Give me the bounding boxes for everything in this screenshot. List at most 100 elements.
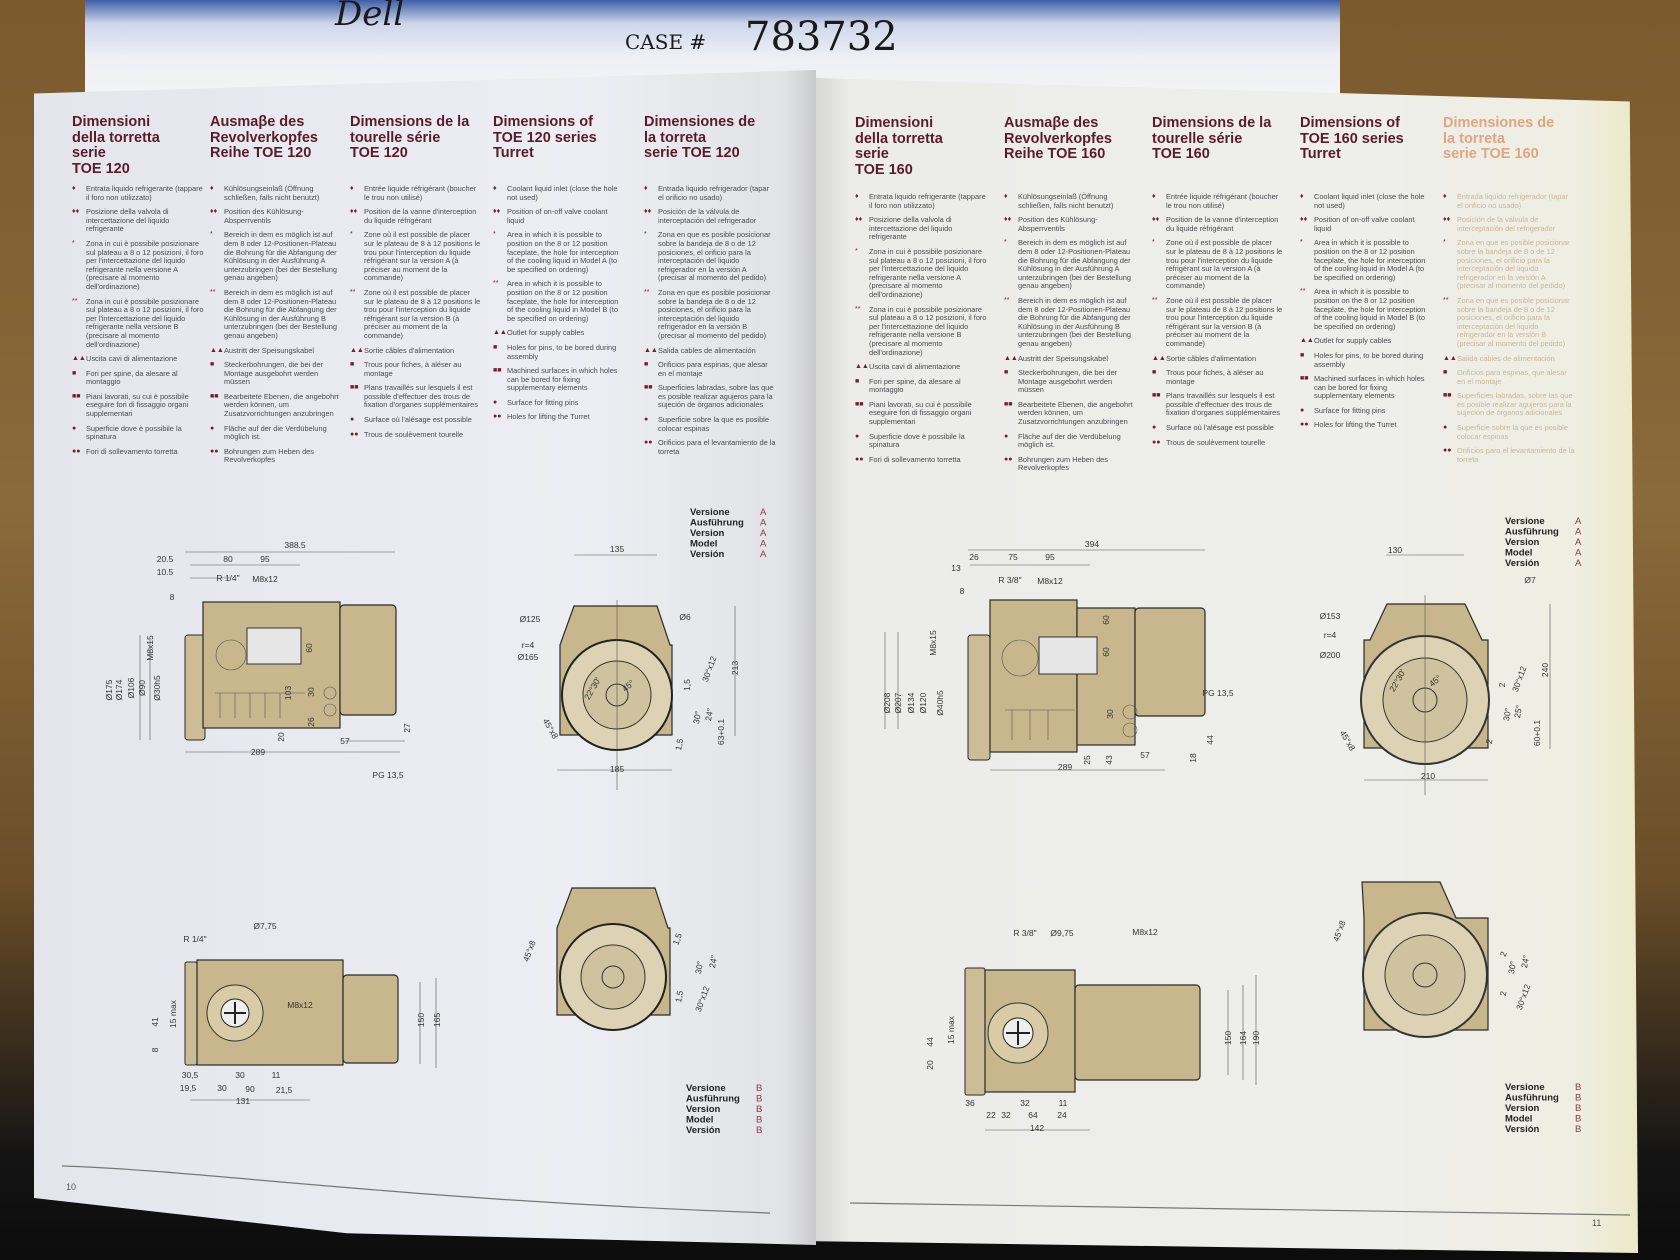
legend-item: ●●Orificios para el levantamiento de la … <box>644 438 776 456</box>
dimension-label: 30,5 <box>182 1070 199 1080</box>
legend-symbol: ● <box>210 424 215 432</box>
dimension-label: 190 <box>1251 1031 1261 1045</box>
dimension-label: 8 <box>150 1047 160 1052</box>
dimension-label: 32 <box>1020 1098 1030 1108</box>
legend-text: Bohrungen zum Heben des Revolverkopfes <box>224 446 314 465</box>
legend-symbol: * <box>1004 239 1007 247</box>
legend-item: ●●Holes for lifting the Turret <box>1300 421 1432 430</box>
dimension-label: 185 <box>610 764 624 774</box>
legend-text: Zona en que es posible posicionar sobre … <box>658 287 771 340</box>
legend-symbol: * <box>210 231 213 239</box>
column-heading-it: Dimensioni della torretta serie TOE 160 <box>855 115 943 178</box>
page-number: 11 <box>1592 1218 1602 1228</box>
legend-item: ■Fori per spine, da alesare al montaggio <box>855 377 987 395</box>
legend-item: ♦Kühlösungseinlaß (Öffnung schließen, fa… <box>1004 192 1136 210</box>
dimension-label: 26 <box>306 717 316 727</box>
dimension-label: 60+0.1 <box>1532 720 1542 747</box>
dimension-label: PG 13,5 <box>372 770 403 780</box>
legend-item: ■■Plans travaillés sur lesquels il est p… <box>1152 392 1284 418</box>
dimension-label: Ø9,75 <box>1050 928 1073 938</box>
version-label: Ausführung <box>686 1094 740 1105</box>
dimension-label: 30° <box>693 960 705 974</box>
legend-symbol: ▲▲ <box>1004 354 1018 362</box>
legend-symbol: * <box>1300 239 1303 247</box>
dimension-label: 60 <box>1101 647 1111 657</box>
legend-symbol: ■ <box>210 361 215 369</box>
dimension-label: 131 <box>236 1096 250 1106</box>
legend-symbol: ■ <box>855 377 860 385</box>
legend-item: ▲▲Austritt der Speisungskabel <box>1004 354 1136 364</box>
legend-text: Steckerbohrungen, die bei der Montage au… <box>1018 368 1118 395</box>
legend-symbol: ■■ <box>855 400 864 408</box>
dimension-label: Ø40h5 <box>935 690 945 716</box>
legend-item: ♦♦Position of on-off valve coolant liqui… <box>493 207 625 225</box>
dimension-label: 30°x12 <box>1514 983 1533 1012</box>
legend-symbol: ♦♦ <box>1300 216 1308 224</box>
legend-item: ●●Fori di sollevamento torretta <box>855 455 987 465</box>
version-letter: B <box>1575 1103 1581 1114</box>
version-label: Versione <box>1505 516 1545 527</box>
legend-item: ■Orificios para espinas, que alesar en e… <box>644 360 776 378</box>
dimension-label: 20.5 <box>157 554 174 564</box>
legend-text: Bereich in dem es möglich ist auf dem 8 … <box>1018 295 1131 348</box>
dimension-label: r=4 <box>1324 630 1337 640</box>
dimension-label: 213 <box>730 661 740 675</box>
legend-symbol: ● <box>350 416 355 424</box>
version-label: Version <box>1505 537 1540 548</box>
legend-item: *Zona in cui è possibile posizionare sul… <box>72 239 204 292</box>
legend-item: ♦♦Position des Kühlösung-Absperrventils <box>1004 215 1136 233</box>
legend-text: Trous pour fiches, à aléser au montage <box>1166 368 1264 386</box>
legend-text: Bereich in dem es möglich ist auf dem 8 … <box>224 230 337 283</box>
legend-item: ■■Bearbeitete Ebenen, die angebohrt werd… <box>210 392 342 419</box>
legend-item: ■■Piani lavorati, su cui è possibile ese… <box>855 400 987 427</box>
legend-symbol: * <box>644 231 647 239</box>
dimension-label: 41 <box>150 1017 160 1027</box>
version-label: Versione <box>686 1083 726 1094</box>
legend-text: Posizione della valvola di intercettazio… <box>86 207 170 234</box>
legend-text: Zone où il est possible de placer sur le… <box>1166 295 1283 348</box>
legend-item: ♦♦Posizione della valvola di intercettaz… <box>72 207 204 234</box>
version-letter: A <box>760 528 767 539</box>
page-11-rule <box>849 1202 1631 1216</box>
legend-text: Plans travaillés sur lesquels il est pos… <box>364 383 478 410</box>
version-letter: A <box>760 507 767 518</box>
legend-text: Orificios para el levantamiento de la to… <box>1457 446 1575 464</box>
dimension-label: M8x12 <box>1132 927 1158 937</box>
dimension-label: 2 <box>1498 990 1509 997</box>
legend-text: Position de la vanne d'interception du l… <box>1166 215 1279 233</box>
legend-item: ♦Entrée liquide réfrigérant (boucher le … <box>350 184 482 202</box>
dimension-label: 27 <box>402 723 412 733</box>
dimension-label: 44 <box>1205 735 1215 745</box>
legend-item: ●Surface for fitting pins <box>493 398 625 408</box>
legend-item: ●Superficie dove è possibile la spinatur… <box>72 424 204 442</box>
legend-item: **Zone où il est possible de placer sur … <box>350 288 482 341</box>
legend-item: ♦Coolant liquid inlet (close the hole no… <box>1300 192 1432 210</box>
legend-item: ■■Superficies labradas, sobre las que es… <box>1443 392 1575 418</box>
legend-item: ●●Holes for lifting the Turret <box>493 413 625 422</box>
legend-item: *Zone où il est possible de placer sur l… <box>1152 239 1284 291</box>
legend-item: * Bereich in dem es möglich ist auf dem 8… <box>210 231 342 283</box>
legend-item: *Bereich in dem es möglich ist auf dem 8… <box>1004 239 1136 291</box>
legend-symbol: * <box>1443 239 1446 247</box>
legend-item: ●Superficie sobre la que es posible colo… <box>1443 423 1575 441</box>
legend-item: ●Surface où l'alésage est possible <box>350 415 482 425</box>
dimension-label: 11 <box>1059 1098 1068 1108</box>
legend-item: ♦Coolant liquid inlet (close the hole no… <box>493 184 625 202</box>
dimension-label: Ø174 <box>114 679 124 700</box>
legend-text: Superficies labradas, sobre las que es p… <box>1457 391 1573 418</box>
legend-text: Holes for lifting the Turret <box>1314 420 1397 430</box>
legend-symbol: ● <box>855 432 860 440</box>
legend-symbol: ■ <box>1300 351 1305 359</box>
column-heading-fr: Dimensions de la tourelle série TOE 120 <box>350 114 470 161</box>
legend-symbol: ♦♦ <box>493 208 501 216</box>
legend-symbol: ●● <box>72 447 81 455</box>
legend-symbol: ♦♦ <box>350 208 358 216</box>
dimension-label: Ø153 <box>1320 611 1341 621</box>
dimension-label: 30° <box>691 710 703 724</box>
legend-text: Fori per spine, da alesare al montaggio <box>86 368 178 387</box>
legend-item: ♦♦Position des Kühlösung-Absperrventils <box>210 207 342 225</box>
legend-symbol: ■ <box>644 361 649 369</box>
dimension-label: PG 13,5 <box>1202 688 1233 698</box>
symbol-legend-it: ♦Entrata liquido refrigerante (tappare i… <box>855 192 987 470</box>
legend-item: ●●Bohrungen zum Heben des Revolverkopfes <box>1004 455 1136 473</box>
